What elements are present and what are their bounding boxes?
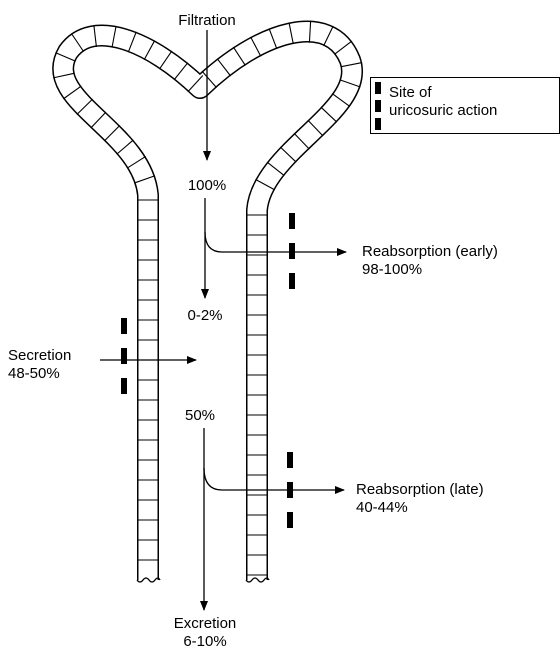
filtered-percent-label: 100% <box>188 177 226 194</box>
reabsorption-late-value: 40-44% <box>356 499 408 516</box>
tubule <box>53 21 362 582</box>
reabsorption-late-label: Reabsorption (late) <box>356 481 484 498</box>
reabsorption-early-value: 98-100% <box>362 261 422 278</box>
reabsorption-late-arrow <box>204 468 344 490</box>
legend-line-1: Site of <box>389 84 497 102</box>
secretion-label: Secretion <box>8 347 71 364</box>
uricosuric-site-secretion <box>121 318 127 394</box>
legend-mark-segment <box>375 100 381 112</box>
legend-mark-segment <box>375 118 381 130</box>
uricosuric-site-late <box>287 452 293 528</box>
secreted-percent-label: 50% <box>185 407 215 424</box>
filtration-label: Filtration <box>178 12 236 29</box>
excretion-value: 6-10% <box>183 633 226 650</box>
excretion-label: Excretion <box>174 615 237 632</box>
remaining-percent-label: 0-2% <box>187 307 222 324</box>
reabsorption-early-label: Reabsorption (early) <box>362 243 498 260</box>
reabsorption-early-arrow <box>205 232 346 252</box>
uricosuric-site-early <box>289 213 295 289</box>
legend: Site of uricosuric action <box>370 77 560 134</box>
legend-line-2: uricosuric action <box>389 102 497 120</box>
secretion-value: 48-50% <box>8 365 60 382</box>
legend-text: Site of uricosuric action <box>389 84 497 120</box>
legend-mark-segment <box>375 82 381 94</box>
